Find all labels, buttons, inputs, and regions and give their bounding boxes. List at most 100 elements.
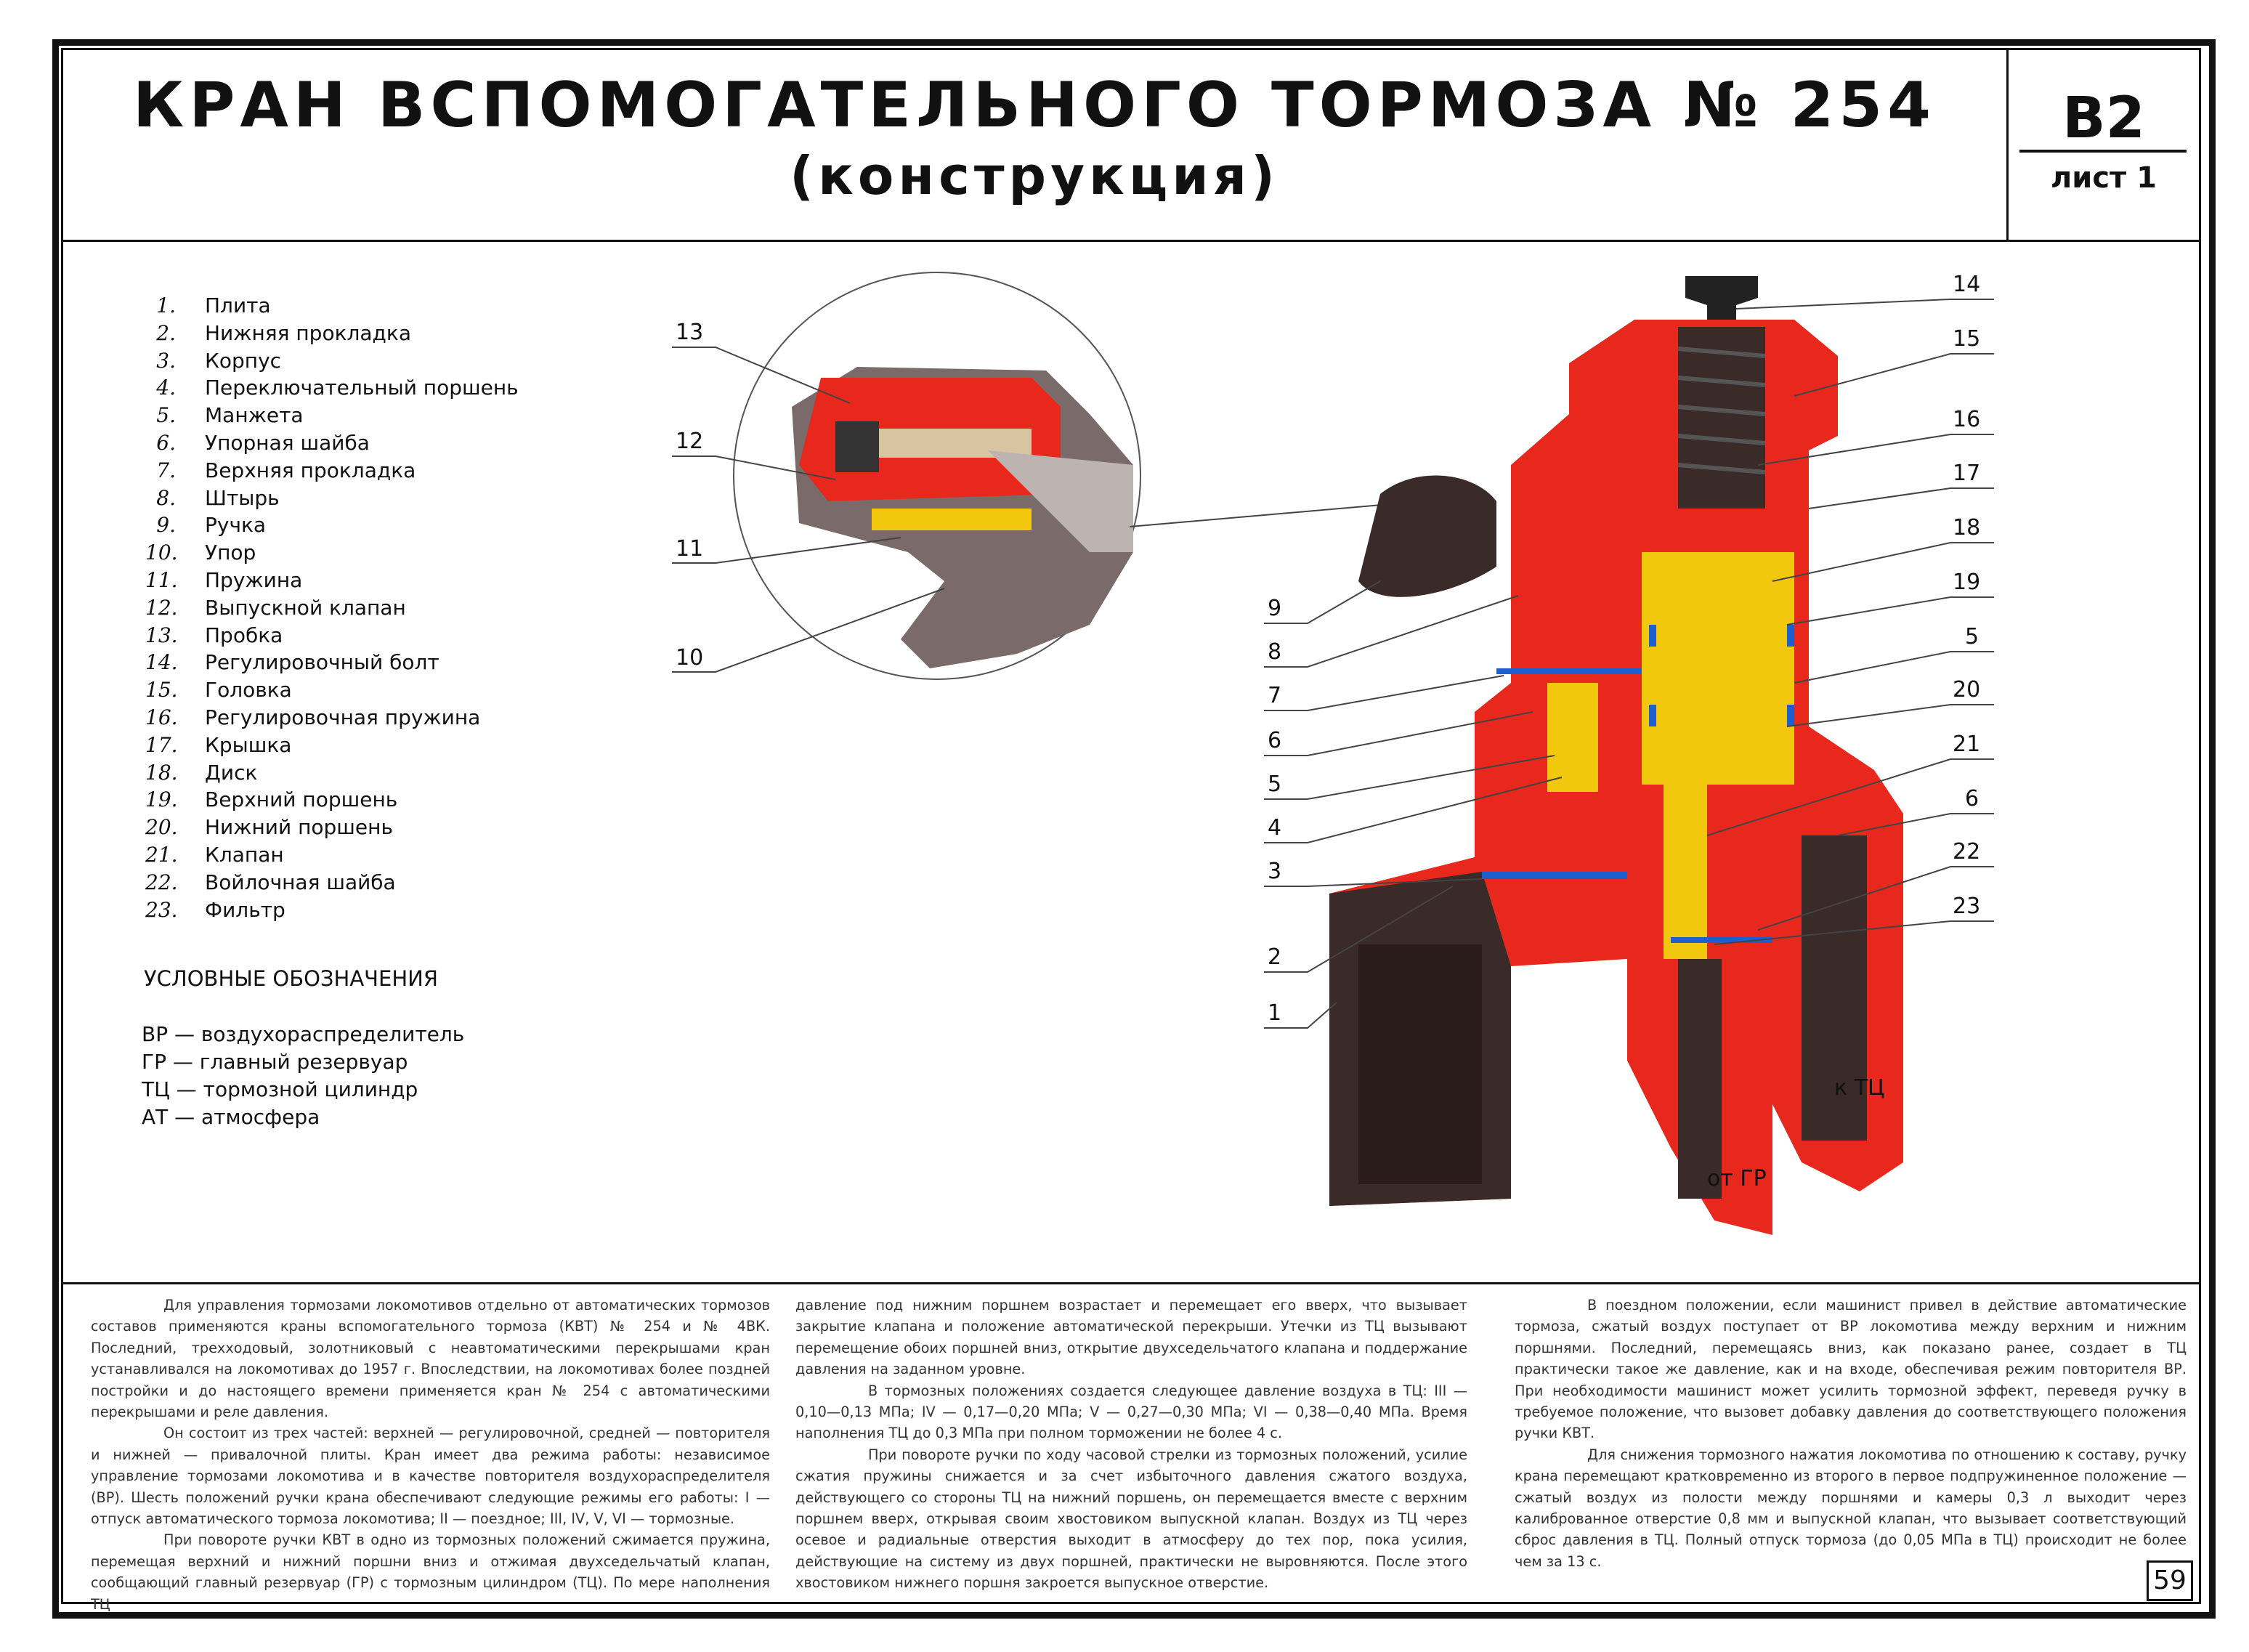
callout-13: 13 [676,320,704,345]
part-item: 16. Регулировочная пружина [145,704,519,732]
valve-body [1329,276,1903,1235]
part-label: Верхняя прокладка [205,458,416,482]
callout-14: 14 [1953,272,1981,297]
inset-leader-lines [672,347,945,673]
part-number: 8. [156,485,176,510]
text-column-3: В поездном положении, если машинист прив… [1515,1295,2187,1572]
page-subtitle: (конструкция) [790,145,1279,206]
callout-15: 15 [1953,326,1981,352]
header-divider [61,240,2199,242]
part-item: 17. Крышка [145,732,519,759]
paragraph: Для управления тормозами локомотивов отд… [91,1297,770,1421]
poster-code: В2 [2062,86,2145,151]
callout-11: 11 [676,536,704,562]
part-label: Клапан [205,842,284,867]
callout-23: 23 [1953,894,1981,919]
part-item: 15.Головка [145,676,519,704]
part-item: 7. Верхняя прокладка [145,457,519,485]
part-item: 20.Нижний поршень [145,814,519,841]
callout-5: 5 [1268,772,1282,797]
callout-6: 6 [1268,728,1282,753]
part-label: Плита [205,293,271,317]
callout-3: 3 [1268,859,1282,884]
paragraph: При повороте ручки КВТ в одно из тормозн… [91,1531,770,1613]
part-label: Регулировочная пружина [205,705,481,729]
text-column-1: Для управления тормозами локомотивов отд… [91,1295,770,1615]
part-number: 10. [145,540,178,565]
part-label: Войлочная шайба [205,870,396,894]
legend-item: ТЦ — тормозной цилиндр [142,1077,418,1101]
part-label: Манжета [205,403,304,428]
part-label: Переключательный поршень [205,376,519,400]
part-label: Ручка [205,513,267,538]
legend-item: ВР — воздухораспределитель [142,1022,465,1046]
part-number: 16. [145,705,178,729]
part-label: Пружина [205,567,303,592]
part-item: 5.Манжета [145,402,519,429]
callout-18: 18 [1953,515,1981,540]
header-code-divider [2006,48,2009,241]
callout-2: 2 [1268,944,1282,970]
callout-16: 16 [1953,407,1981,432]
callout-10: 10 [676,645,704,671]
part-item: 22.Войлочная шайба [145,869,519,896]
part-item: 23. Фильтр [145,896,519,924]
part-number: 14. [145,650,178,675]
paragraph: При повороте ручки по ходу часовой стрел… [795,1446,1467,1592]
left-leader-lines [1264,580,1563,1029]
callout-5-right: 5 [1965,624,1979,649]
part-number: 1. [156,293,176,317]
legend-item: АТ — атмосфера [142,1105,320,1129]
part-item: 1. Плита [145,292,519,320]
legend-item: ГР — главный резервуар [142,1050,408,1074]
outer-frame [52,39,2216,1619]
part-number: 20. [145,815,178,840]
part-label: Регулировочный болт [205,650,439,675]
part-item: 9. Ручка [145,511,519,539]
part-number: 19. [145,787,178,812]
part-number: 2. [156,320,176,345]
part-label: Корпус [205,348,282,373]
callout-20: 20 [1953,677,1981,702]
part-number: 23. [145,897,178,922]
port-label-tc: к ТЦ [1834,1075,1885,1101]
callout-6-right: 6 [1965,786,1979,811]
paragraph: Он состоит из трех частей: верхней — рег… [91,1425,770,1528]
part-item: 2.Нижняя прокладка [145,320,519,347]
part-item: 14. Регулировочный болт [145,649,519,676]
part-item: 13. Пробка [145,622,519,649]
text-section-divider [61,1282,2199,1284]
callout-19: 19 [1953,570,1981,595]
part-item: 6.Упорная шайба [145,429,519,457]
part-item: 4. Переключательный поршень [145,374,519,402]
part-label: Диск [205,760,258,785]
part-number: 21. [145,842,178,867]
paragraph: В поездном положении, если машинист прив… [1515,1297,2187,1442]
part-item: 10.Упор [145,539,519,567]
part-label: Штырь [205,485,280,510]
part-number: 7. [156,458,176,482]
part-label: Крышка [205,732,292,757]
part-number: 13. [145,623,178,647]
callout-17: 17 [1953,461,1981,486]
part-number: 12. [145,595,178,620]
part-number: 6. [156,430,176,455]
part-label: Головка [205,678,292,702]
port-label-gr: от ГР [1707,1166,1767,1191]
part-item: 21. Клапан [145,841,519,869]
sheet-number: лист 1 [2051,161,2157,195]
part-number: 17. [145,732,178,757]
paragraph: давление под нижним поршнем возрастает и… [795,1297,1467,1378]
legend-list: ВР — воздухораспределитель ГР — главный … [142,1021,464,1131]
callout-1: 1 [1268,1000,1282,1026]
part-label: Пробка [205,623,283,647]
part-item: 3. Корпус [145,347,519,375]
page-number: 59 [2147,1560,2193,1601]
part-number: 4. [156,376,176,400]
part-number: 3. [156,348,176,373]
part-label: Фильтр [205,897,285,922]
callout-12: 12 [676,429,704,454]
part-number: 9. [156,513,176,538]
page-title: КРАН ВСПОМОГАТЕЛЬНОГО ТОРМОЗА № 254 [133,69,1936,142]
